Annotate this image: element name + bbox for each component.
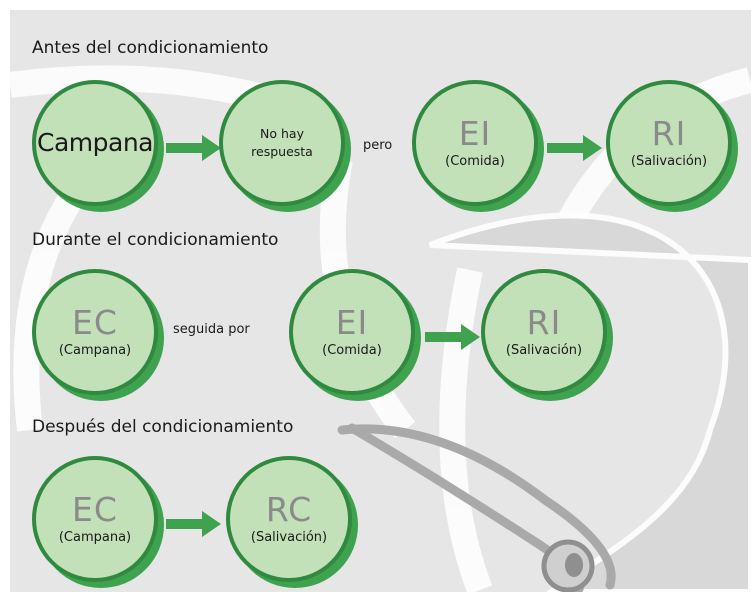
section-title-antes: Antes del condicionamiento — [32, 38, 269, 58]
node-code: EC — [72, 303, 118, 342]
node-description: (Campana) — [58, 343, 132, 358]
node-rc-salivacion: RC (Salivación) — [226, 456, 352, 582]
node-label-line1: No hay — [260, 126, 304, 141]
node-code: RC — [265, 490, 313, 529]
node-code: RI — [651, 114, 687, 153]
section-title-durante: Durante el condicionamiento — [32, 230, 279, 250]
node-campana: Campana — [32, 80, 158, 206]
arrow-right-icon — [425, 324, 480, 350]
node-code: EC — [72, 490, 118, 529]
node-ri-salivacion: RI (Salivación) — [606, 80, 732, 206]
node-no-hay-respuesta: No hay respuesta — [219, 80, 345, 206]
section-title-despues: Después del condicionamiento — [32, 417, 294, 437]
node-description: (Comida) — [322, 343, 382, 358]
node-code: EI — [335, 303, 369, 342]
arrow-right-icon — [166, 135, 221, 161]
node-description: (Comida) — [445, 154, 505, 169]
node-ei-comida: EI (Comida) — [289, 269, 415, 395]
node-description: (Salivación) — [505, 343, 583, 358]
node-label-line2: respuesta — [251, 144, 313, 159]
arrow-right-icon — [547, 135, 602, 161]
node-label: Campana — [37, 128, 153, 157]
node-ec-campana: EC (Campana) — [32, 269, 158, 395]
node-description: (Campana) — [58, 530, 132, 545]
node-description: (Salivación) — [630, 154, 708, 169]
node-description: (Salivación) — [250, 530, 328, 545]
diagram-canvas: Antes del condicionamiento Campana No ha… — [10, 10, 751, 592]
node-ec-campana: EC (Campana) — [32, 456, 158, 582]
node-code: RI — [526, 303, 562, 342]
connector-seguida-por: seguida por — [173, 322, 250, 337]
node-ri-salivacion: RI (Salivación) — [481, 269, 607, 395]
arrow-right-icon — [166, 511, 221, 537]
node-ei-comida: EI (Comida) — [412, 80, 538, 206]
node-code: EI — [458, 114, 492, 153]
connector-pero: pero — [363, 138, 393, 153]
